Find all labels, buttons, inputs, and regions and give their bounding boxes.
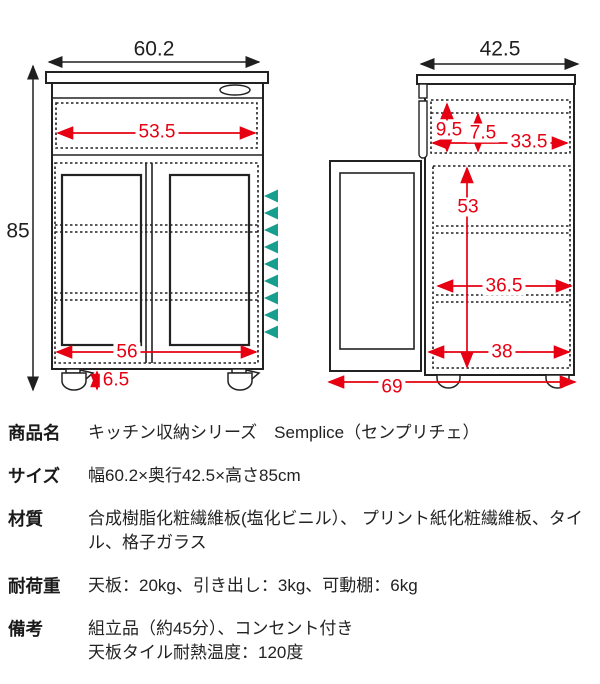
spec-value: 天板：20kg、引き出し：3kg、可動棚：6kg: [88, 576, 418, 595]
shelf-arrow-icon: [264, 189, 278, 203]
shelf-arrow-icon: [264, 325, 278, 339]
outlet-cover: [219, 84, 251, 96]
side-view-drawing: [329, 74, 576, 389]
shelf-arrow-icon: [264, 308, 278, 322]
spec-row-size: サイズ 幅60.2×奥行42.5×高さ85cm: [8, 464, 592, 488]
shelf-arrow-icon: [264, 257, 278, 271]
spec-label: 備考: [8, 619, 43, 639]
shelf-position-arrows: [264, 189, 278, 339]
shelf-arrow-icon: [264, 223, 278, 237]
spec-label: サイズ: [8, 466, 60, 486]
black-dimension-arrows: [27, 56, 580, 392]
spec-row-load-capacity: 耐荷重 天板：20kg、引き出し：3kg、可動棚：6kg: [8, 574, 592, 598]
spec-value: キッチン収納シリーズ Semplice（センプリチェ）: [88, 423, 480, 442]
spec-value: 幅60.2×奥行42.5×高さ85cm: [88, 466, 301, 485]
spec-table: 商品名 キッチン収納シリーズ Semplice（センプリチェ） サイズ 幅60.…: [8, 421, 592, 684]
spec-label: 耐荷重: [8, 576, 61, 596]
shelf-arrow-icon: [264, 206, 278, 220]
front-right-caster: [227, 368, 261, 391]
spec-row-notes: 備考 組立品（約45分）、コンセント付き 天板タイル耐熱温度：120度: [8, 617, 592, 665]
spec-label: 材質: [8, 509, 43, 529]
shelf-arrow-icon: [264, 291, 278, 305]
spec-row-product-name: 商品名 キッチン収納シリーズ Semplice（センプリチェ）: [8, 421, 592, 445]
front-left-caster: [61, 368, 95, 391]
spec-value: 合成樹脂化粧繊維板(塩化ビニル）、 プリント紙化粧繊維板、タイル、格子ガラス: [88, 509, 583, 552]
front-view-drawing: [45, 71, 269, 391]
dimension-diagram: [27, 56, 580, 392]
spec-row-material: 材質 合成樹脂化粧繊維板(塩化ビニル）、 プリント紙化粧繊維板、タイル、格子ガラ…: [8, 507, 592, 555]
spec-value: 組立品（約45分）、コンセント付き 天板タイル耐熱温度：120度: [88, 619, 354, 662]
left-door-glass: [60, 173, 143, 347]
spec-label: 商品名: [8, 423, 61, 443]
shelf-arrow-icon: [264, 274, 278, 288]
open-door-glass: [339, 172, 415, 350]
shelf-arrow-icon: [264, 240, 278, 254]
right-door-glass: [168, 173, 251, 347]
